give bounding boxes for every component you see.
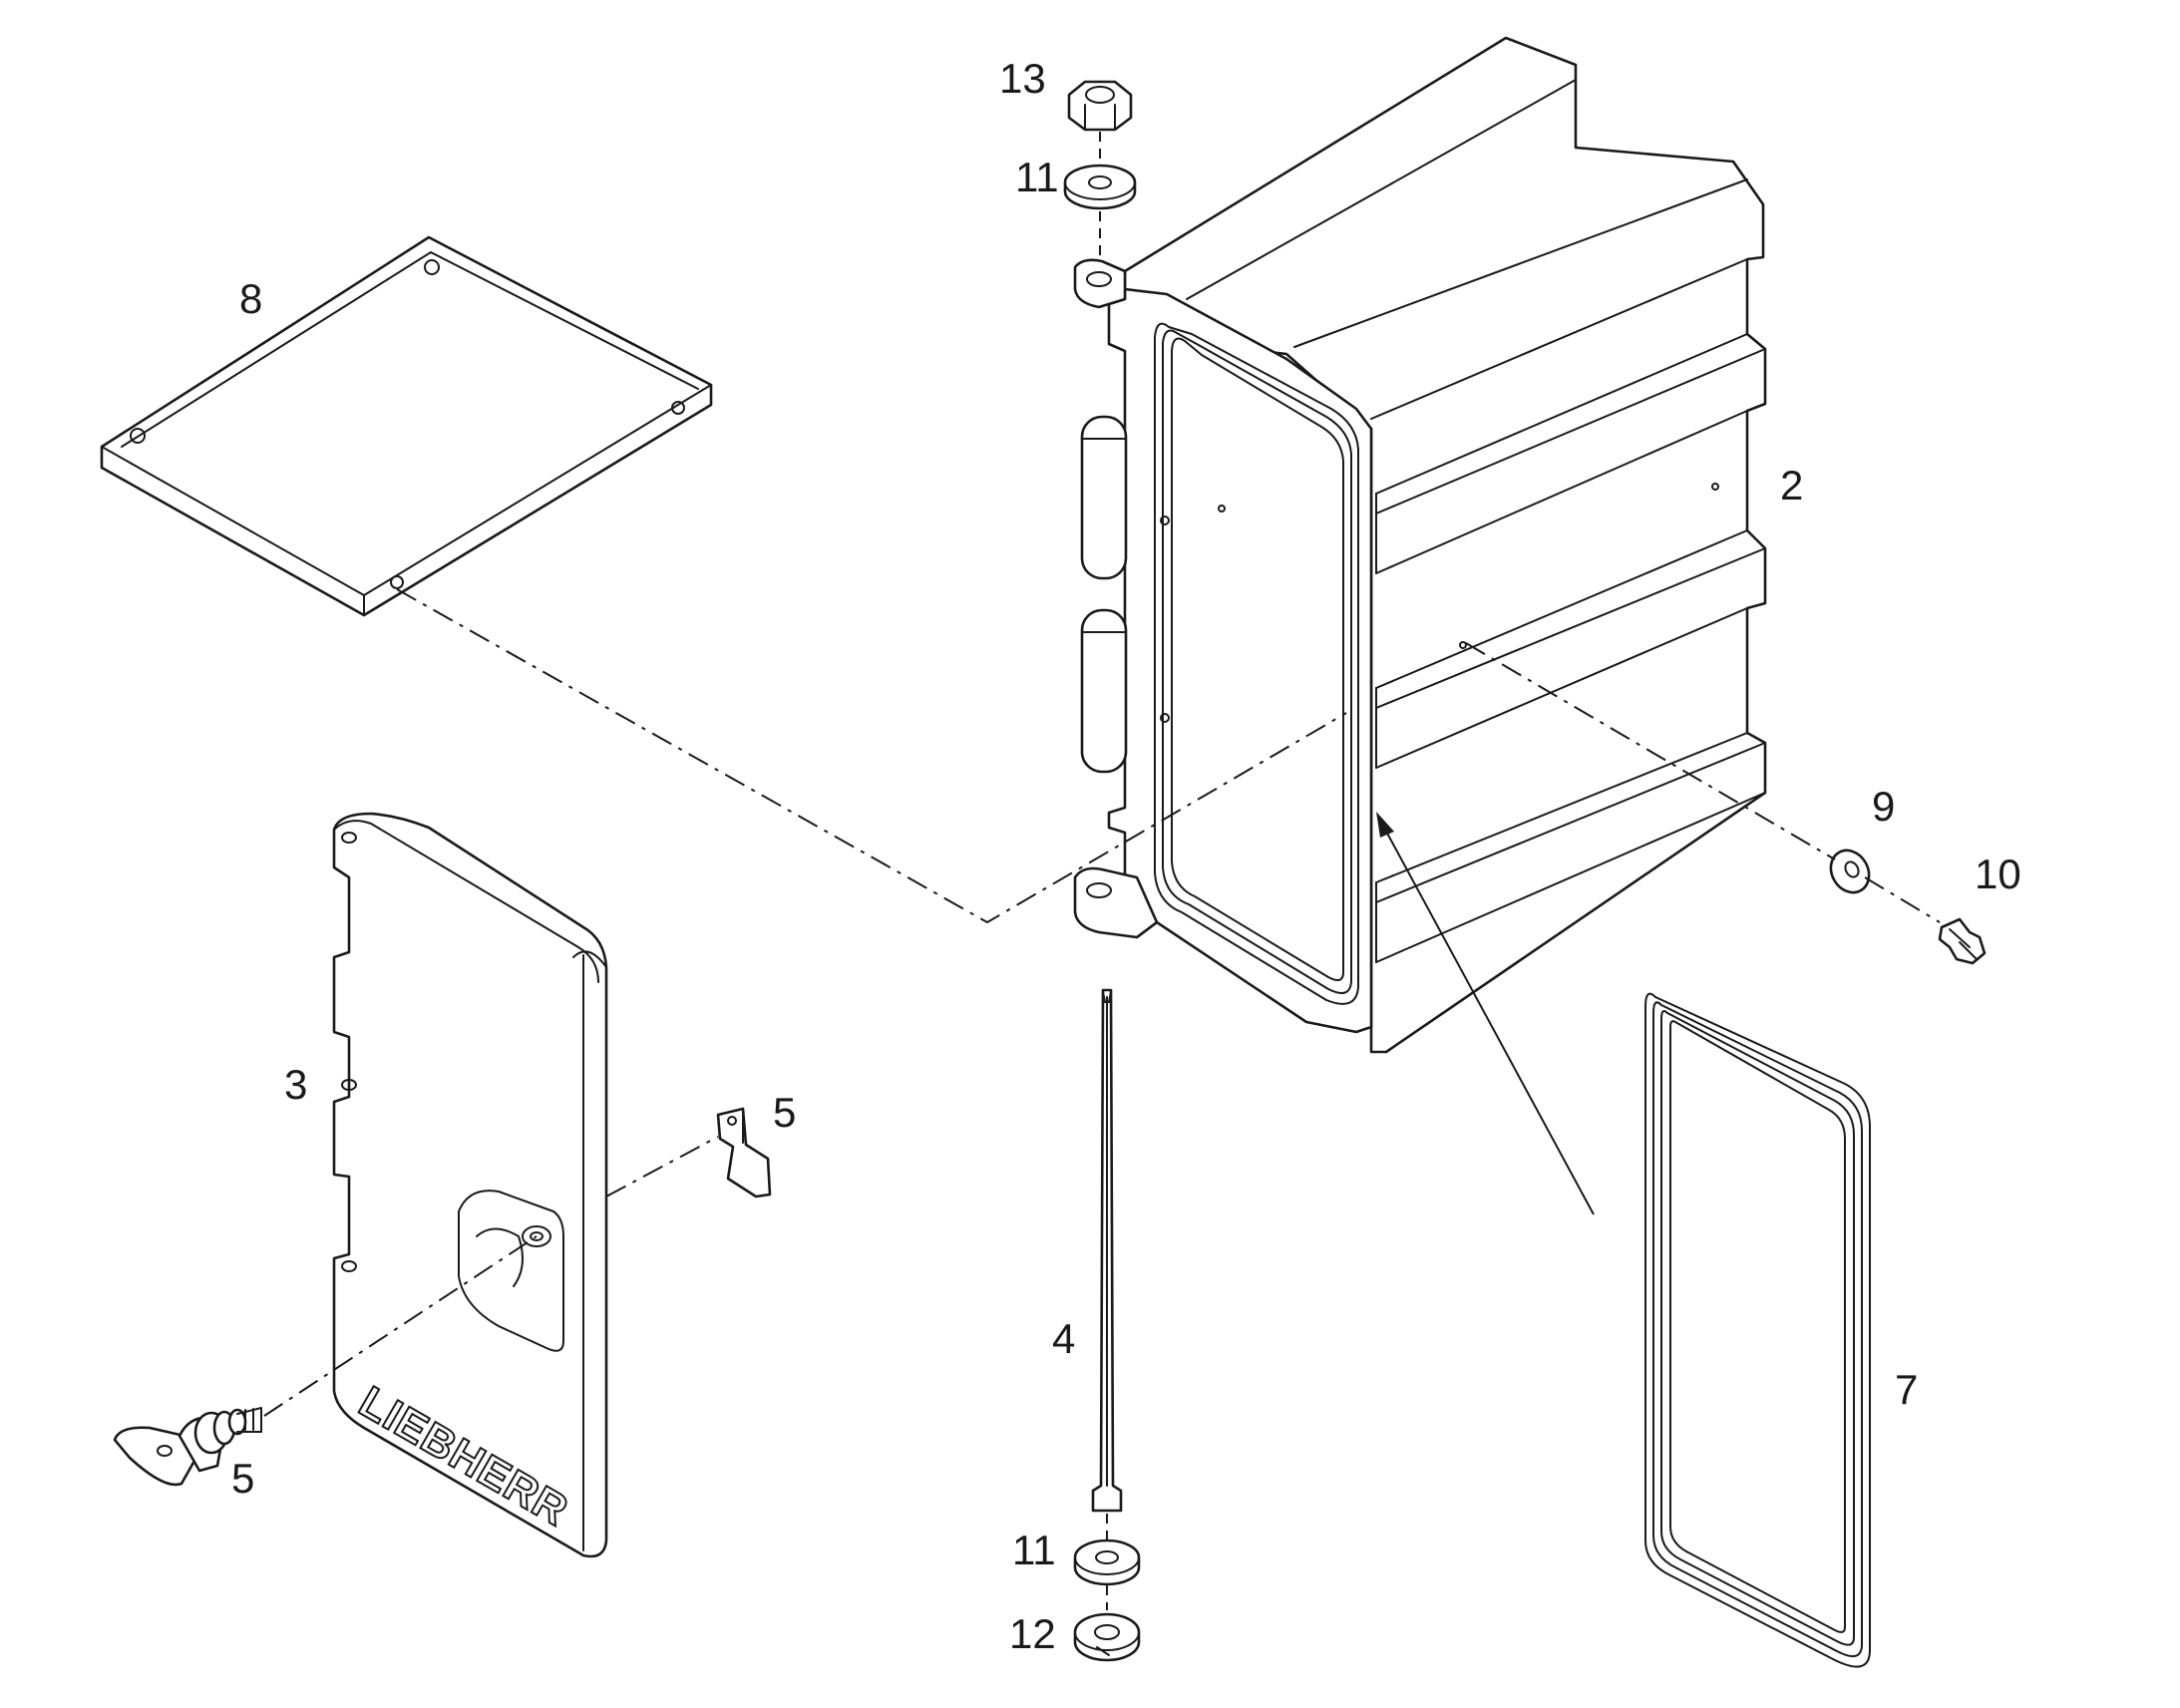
lock-washer-part-12 (1073, 1612, 1141, 1662)
lock-cylinder-part-5 (113, 1407, 262, 1487)
callout-4: 4 (1052, 1315, 1075, 1362)
callout-12: 12 (1009, 1610, 1056, 1657)
lock-axis-leader (263, 1235, 538, 1417)
callout-11-bottom: 11 (1012, 1527, 1056, 1573)
callout-9: 9 (1872, 783, 1895, 830)
gasket-seal-part-7 (1644, 992, 1871, 1668)
hinge-rod-part-4 (1091, 988, 1123, 1513)
gasket-reference-arrowhead (1376, 812, 1394, 838)
callout-7: 7 (1895, 1366, 1918, 1413)
callout-5-clip: 5 (773, 1089, 796, 1136)
bolt-axis-leader (1465, 642, 1836, 860)
callout-11-top: 11 (1015, 154, 1059, 200)
shelf-tray-part-8 (100, 235, 713, 617)
door-part-3: LIEBHERR (332, 812, 608, 1558)
box-housing-part-2 (1073, 36, 1767, 1054)
gasket-reference-line (1383, 827, 1595, 1215)
callout-3: 3 (284, 1061, 307, 1108)
callout-13: 13 (999, 55, 1046, 102)
callout-8: 8 (239, 275, 262, 322)
hex-nut-part-13 (1067, 80, 1133, 132)
callout-5-lock: 5 (231, 1455, 254, 1502)
bolt-part-10 (1938, 917, 1987, 965)
tray-mounting-leader (396, 588, 1347, 924)
washer-part-9 (1829, 849, 1871, 894)
bolt-axis-leader-2 (1864, 876, 1941, 923)
clip-leader (605, 1136, 719, 1197)
washer-part-11-top (1063, 164, 1137, 210)
washer-part-11-bottom (1073, 1538, 1141, 1586)
clip-part-5 (716, 1107, 772, 1198)
callout-2: 2 (1780, 462, 1803, 509)
callout-10: 10 (1975, 851, 2021, 897)
